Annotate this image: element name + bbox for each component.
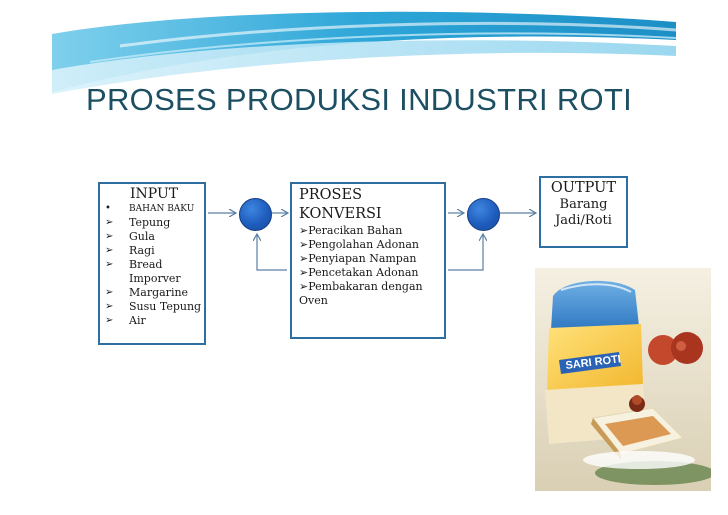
input-item-label: Air (129, 314, 146, 327)
input-item-label: Susu Tepung (129, 300, 202, 313)
input-item-label: Bread (129, 258, 163, 271)
input-item-continuation: Imporver (129, 272, 181, 285)
proses-step: ➢Pengolahan Adonan (299, 238, 420, 251)
input-item-label: Gula (129, 230, 155, 243)
bread-product-image: SARI ROTI (535, 268, 711, 491)
feedback-arrow-right (448, 234, 483, 271)
input-item-label: Tepung (129, 216, 171, 229)
arrow-bullet-icon: ➢ (105, 217, 114, 228)
proses-heading: PROSES KONVERSI (299, 186, 444, 224)
proses-box: PROSES KONVERSI ➢Peracikan Bahan ➢Pengol… (290, 182, 446, 339)
proses-heading-line1: PROSES (299, 187, 363, 203)
input-category: • BAHAN BAKU (100, 202, 204, 216)
proses-heading-line2: KONVERSI (299, 206, 382, 222)
output-heading: OUTPUT (550, 180, 617, 196)
input-item: ➢ Tepung (100, 216, 204, 230)
feedback-arrow-left (257, 234, 287, 271)
output-line: Jadi/Roti (555, 213, 612, 228)
input-heading: INPUT (130, 186, 179, 202)
proses-step: ➢Peracikan Bahan (299, 224, 403, 237)
input-item-label: Ragi (129, 244, 155, 257)
arrow-bullet-icon: ➢ (105, 231, 114, 242)
arrow-bullet-icon: ➢ (105, 301, 114, 312)
input-item-label: Margarine (129, 286, 189, 299)
header-swoosh (52, 11, 677, 94)
input-item: ➢ Ragi (100, 244, 204, 258)
input-box: INPUT • BAHAN BAKU ➢ Tepung ➢ Gula ➢ Rag… (98, 182, 206, 345)
input-item: ➢ Susu Tepung (100, 300, 204, 314)
proses-step: ➢Pencetakan Adonan (299, 266, 419, 279)
proses-step: ➢Pembakaran dengan (299, 280, 423, 293)
page-title: PROSES PRODUKSI INDUSTRI ROTI (86, 82, 633, 117)
proses-step-continuation: Oven (299, 294, 328, 307)
arrow-bullet-icon: ➢ (105, 245, 114, 256)
input-item: ➢ Gula (100, 230, 204, 244)
output-box: OUTPUT Barang Jadi/Roti (539, 176, 628, 248)
input-item: ➢ Air (100, 314, 204, 328)
input-category-label: BAHAN BAKU (129, 204, 195, 214)
arrow-bullet-icon: ➢ (105, 287, 114, 298)
dot-bullet-icon: • (105, 203, 111, 214)
flow-node-right (467, 198, 500, 231)
input-item: ➢ Bread (100, 258, 204, 272)
arrow-bullet-icon: ➢ (105, 259, 114, 270)
proses-step: ➢Penyiapan Nampan (299, 252, 417, 265)
output-line: Barang (559, 197, 608, 212)
flow-node-left (239, 198, 272, 231)
input-item: ➢ Margarine (100, 286, 204, 300)
arrow-bullet-icon: ➢ (105, 315, 114, 326)
